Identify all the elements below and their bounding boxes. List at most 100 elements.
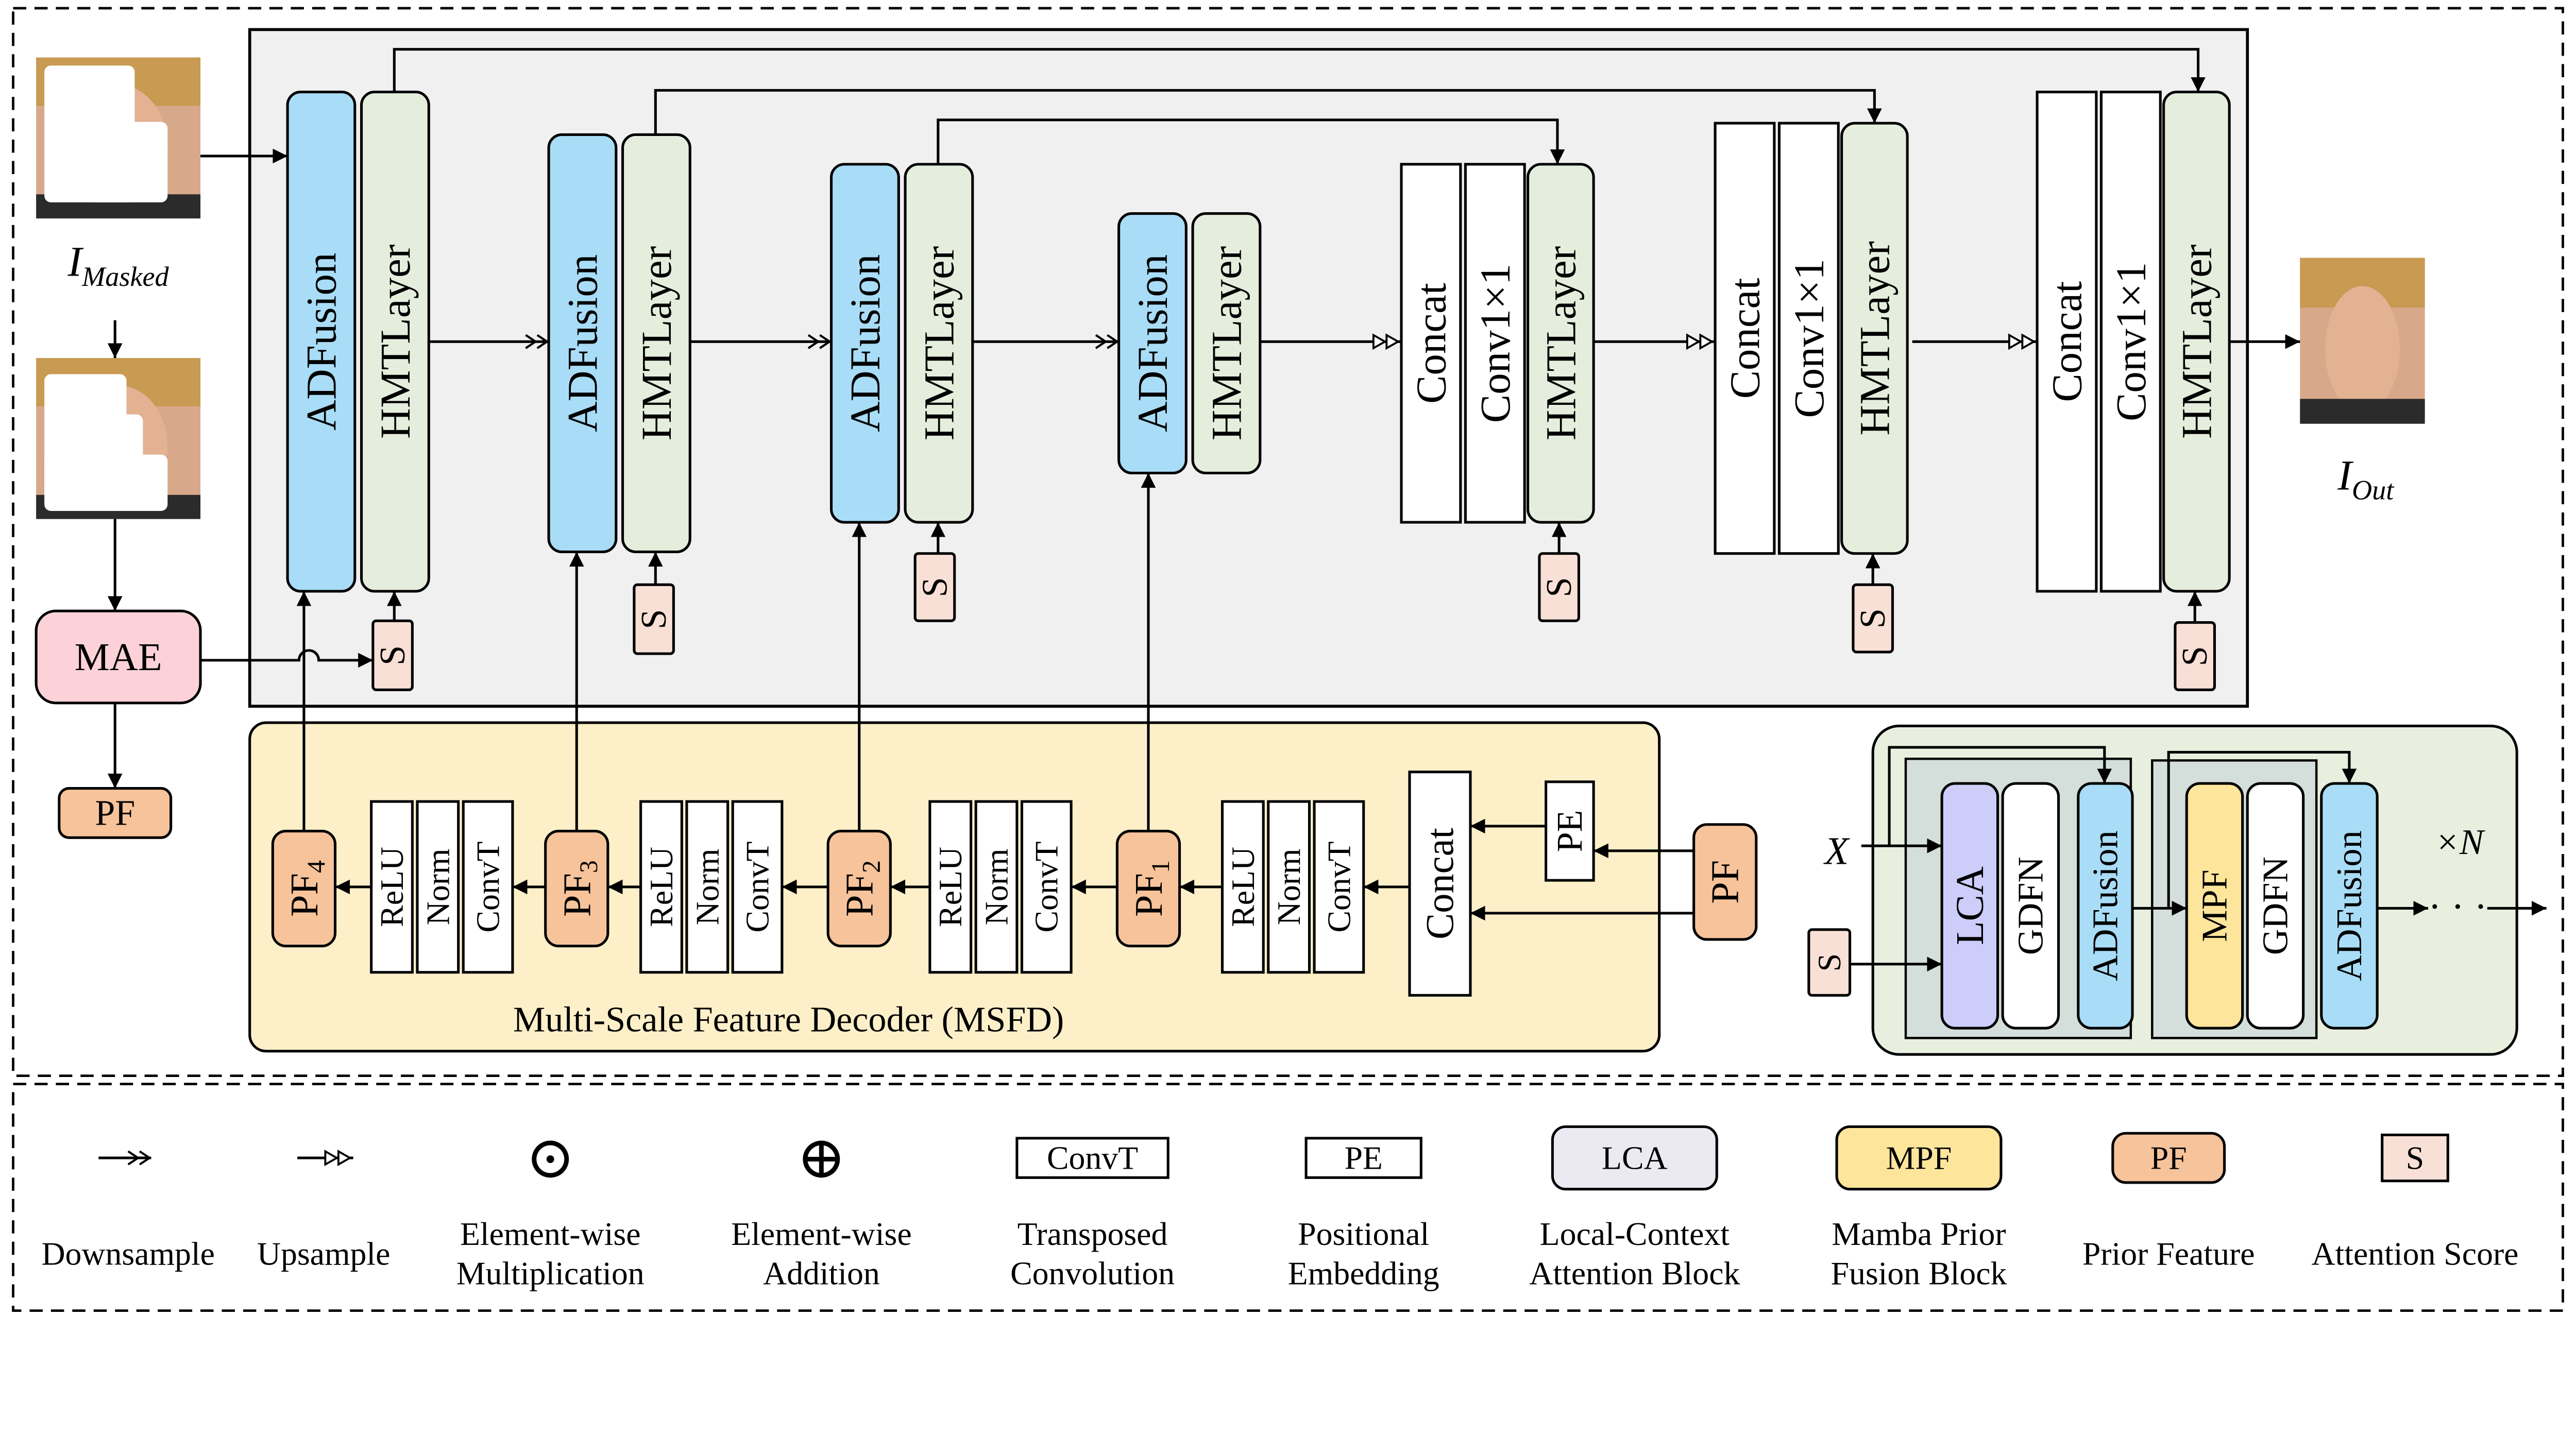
- pf-scale-3: PF3: [544, 829, 609, 948]
- legend-caption: Fusion Block: [1831, 1255, 2007, 1292]
- adfusion-block-1-shape: [286, 91, 357, 593]
- attention-score-enc-2-shape: [633, 583, 675, 655]
- relu-block-4-shape: [1221, 800, 1265, 974]
- ellipsis-dots: · · ·: [2428, 885, 2487, 929]
- hmtlayer-block-1: HMTLayer: [360, 91, 430, 593]
- mae-block-label: MAE: [75, 635, 162, 679]
- pf-scale-2-label-sub: 2: [857, 860, 885, 873]
- mpf-block-shape: [2185, 782, 2244, 1030]
- norm-block-1-shape: [416, 800, 460, 974]
- residual-1: [1888, 746, 2112, 846]
- relu-block-4-label: ReLU: [1225, 847, 1261, 927]
- convt-block-1-label: ConvT: [470, 841, 506, 932]
- pf-scale-2: PF2: [826, 829, 892, 948]
- pf-input-block: PF: [1692, 823, 1758, 941]
- output-image: [2300, 258, 2425, 424]
- relu-block-1-label: ReLU: [374, 847, 410, 927]
- pe-block: PE: [1545, 780, 1595, 882]
- hmtlayer-block-4: HMTLayer: [1191, 212, 1262, 474]
- convt-block-2-label: ConvT: [739, 841, 776, 932]
- convt-block-4-label: ConvT: [1320, 841, 1357, 932]
- attention-score-enc-2: S: [633, 583, 675, 655]
- legend-caption: Transposed: [1018, 1216, 1168, 1252]
- norm-block-3-label: Norm: [978, 849, 1014, 926]
- hmtlayer-block-4-shape: [1191, 212, 1262, 474]
- hmtlayer-block-3-label: HMTLayer: [915, 246, 962, 440]
- concat-block-3: Concat: [2036, 91, 2098, 593]
- concat-block-3-shape: [2036, 91, 2098, 593]
- attention-score-dec-3-label: S: [2175, 646, 2215, 666]
- attention-score-detail: S: [1807, 928, 1852, 997]
- main-frame: [12, 7, 2564, 1078]
- pf-legend-swatch-shape: [2111, 1132, 2226, 1184]
- skip-connection-1: [393, 48, 2206, 92]
- adfusion-block-3-label: ADFusion: [841, 254, 889, 432]
- concat-block-2: Concat: [1714, 122, 1776, 555]
- pf-scale-4-label: PF4: [282, 860, 330, 917]
- conv1x1-block-3-shape: [2099, 91, 2162, 593]
- mpf-legend-swatch-label: MPF: [1886, 1140, 1952, 1176]
- legend-caption: Element-wise: [460, 1216, 641, 1252]
- pe-block-label: PE: [1550, 810, 1590, 852]
- lca-legend-swatch-label: LCA: [1602, 1140, 1668, 1176]
- legend-item-s-box: Attention Score: [2311, 1235, 2518, 1272]
- mpf-legend-swatch-shape: [1835, 1125, 2003, 1191]
- relu-block-3: ReLU: [928, 800, 973, 974]
- s-legend-swatch: S: [2381, 1133, 2449, 1183]
- concat-block-1-shape: [1400, 163, 1462, 524]
- pf-scale-3-label-main: PF: [555, 873, 599, 917]
- adfusion-block-4-label: ADFusion: [1129, 254, 1176, 432]
- convt-block-3-shape: [1020, 800, 1073, 974]
- convt-block-2-shape: [731, 800, 784, 974]
- hmtlayer-dec-block-3: HMTLayer: [2162, 91, 2231, 593]
- norm-block-2: Norm: [685, 800, 730, 974]
- lca-legend-swatch: LCA: [1551, 1125, 1718, 1191]
- pf-scale-1-label: PF1: [1126, 860, 1174, 917]
- gdfn-block-1-shape: [2001, 782, 2060, 1030]
- pf-scale-2-label-main: PF: [837, 873, 881, 917]
- pf-scale-4-label-main: PF: [282, 873, 326, 917]
- norm-block-4: Norm: [1267, 800, 1311, 974]
- convt-block-3: ConvT: [1020, 800, 1073, 974]
- pe-legend-swatch: PE: [1304, 1137, 1422, 1179]
- masked-input-label: IMasked: [67, 238, 170, 292]
- convt-block-3-label: ConvT: [1028, 841, 1065, 932]
- norm-block-3-shape: [974, 800, 1019, 974]
- convt-block-2: ConvT: [731, 800, 784, 974]
- adfusion-detail-1-label: ADFusion: [2085, 830, 2125, 981]
- attention-score-enc-1-label: S: [372, 645, 413, 665]
- concat-block-1: Concat: [1400, 163, 1462, 524]
- masked-input-image: [36, 57, 201, 219]
- legend-caption: Attention Score: [2311, 1235, 2518, 1272]
- pf-input-block-label: PF: [1703, 860, 1747, 904]
- hmtlayer-block-3: HMTLayer: [904, 163, 974, 524]
- conv1x1-block-1: Conv1×1: [1464, 163, 1526, 524]
- conv1x1-block-3: Conv1×1: [2099, 91, 2162, 593]
- legend-caption: Local-Context: [1540, 1216, 1730, 1252]
- residual-2: [2167, 750, 2357, 909]
- architecture-diagram: Multi-Scale Feature Decoder (MSFD) IMaske…: [12, 7, 2564, 1312]
- hmtlayer-block-1-label: HMTLayer: [371, 245, 419, 439]
- msfd-title: Multi-Scale Feature Decoder (MSFD): [513, 1000, 1064, 1040]
- output-label: IOut: [2337, 451, 2395, 505]
- norm-block-4-label: Norm: [1270, 849, 1307, 926]
- adfusion-detail-1: ADFusion: [2077, 782, 2134, 1030]
- concat-msfd-block: Concat: [1408, 771, 1472, 997]
- relu-block-2-label: ReLU: [643, 847, 680, 927]
- pf-output-block-shape: [58, 787, 173, 839]
- adfusion-block-1-label: ADFusion: [297, 253, 345, 431]
- attention-score-enc-1: S: [371, 619, 414, 691]
- pe-block-shape: [1545, 780, 1595, 882]
- legend-caption: Positional: [1298, 1216, 1429, 1252]
- pf-legend-swatch-label: PF: [2150, 1140, 2187, 1176]
- attention-score-dec-2-label: S: [1853, 608, 1893, 628]
- circle-dot-icon: ⊙: [526, 1125, 575, 1190]
- concat-block-1-label: Concat: [1407, 283, 1454, 404]
- conv1x1-block-3-label: Conv1×1: [2107, 262, 2155, 421]
- relu-block-4: ReLU: [1221, 800, 1265, 974]
- attention-score-enc-3-label: S: [914, 577, 955, 597]
- conv1x1-block-1-label: Conv1×1: [1471, 264, 1519, 423]
- s-legend-swatch-label: S: [2406, 1140, 2424, 1176]
- attention-score-dec-1: S: [1538, 552, 1580, 622]
